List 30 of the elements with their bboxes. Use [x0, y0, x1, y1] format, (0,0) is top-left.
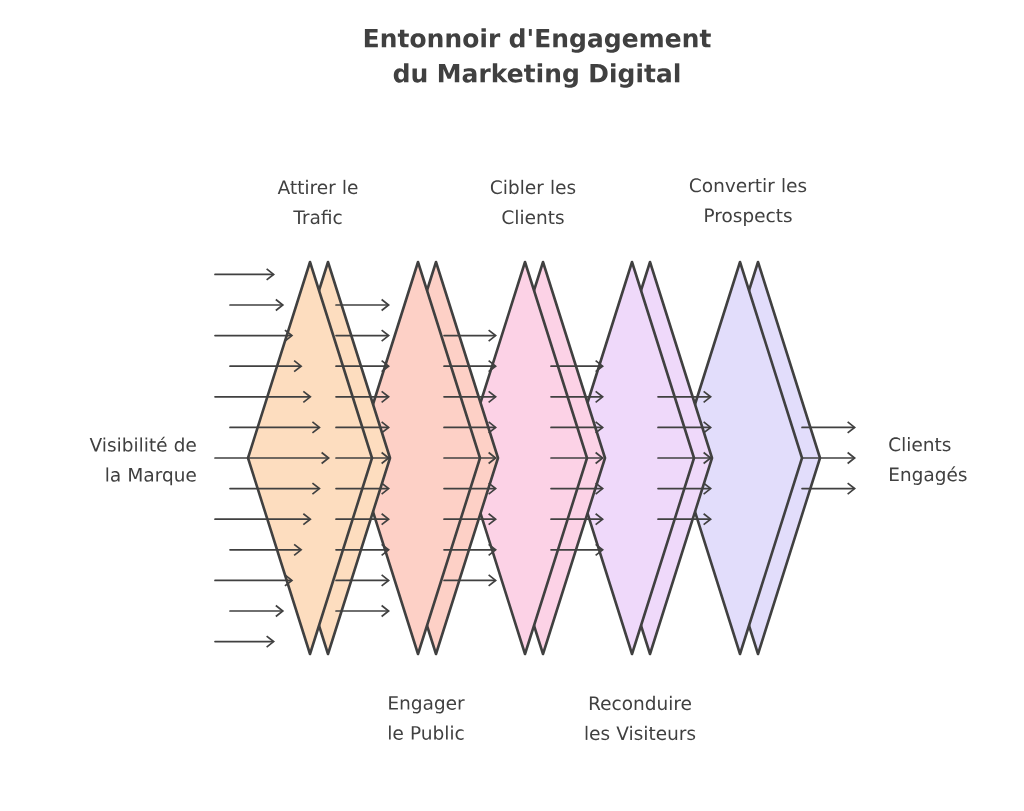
flow-label: Clients Engagés: [889, 437, 967, 485]
arrow: [214, 635, 275, 648]
arrow: [550, 421, 604, 434]
arrow: [657, 512, 712, 526]
arrow: [657, 421, 712, 434]
arrow: [550, 482, 604, 495]
arrow: [443, 574, 497, 587]
arrow: [801, 482, 856, 495]
arrow: [443, 451, 497, 465]
stage-label: Engager le Public: [389, 696, 465, 740]
arrow: [550, 451, 604, 465]
arrow: [657, 390, 712, 404]
arrow: [443, 421, 497, 434]
arrow: [801, 421, 856, 434]
arrow: [801, 451, 856, 465]
arrow: [550, 359, 604, 373]
stage-label: Attirer le Trafic: [277, 179, 358, 225]
stage-label: Cibler les Clients: [490, 179, 576, 225]
arrow: [443, 543, 497, 557]
arrow: [550, 543, 604, 557]
arrow: [443, 359, 497, 373]
arrow: [443, 482, 497, 495]
arrow: [443, 329, 497, 342]
stage-label: Reconduire les Visiteurs: [585, 695, 696, 741]
arrow: [657, 451, 712, 465]
arrow: [214, 268, 275, 281]
title: Entonnoir d'Engagement du Marketing Digital: [364, 28, 711, 88]
arrow: [657, 482, 712, 495]
flow-label: Visibilité de la Marque: [89, 436, 196, 486]
stage-label: Convertir les Prospects: [689, 178, 807, 226]
